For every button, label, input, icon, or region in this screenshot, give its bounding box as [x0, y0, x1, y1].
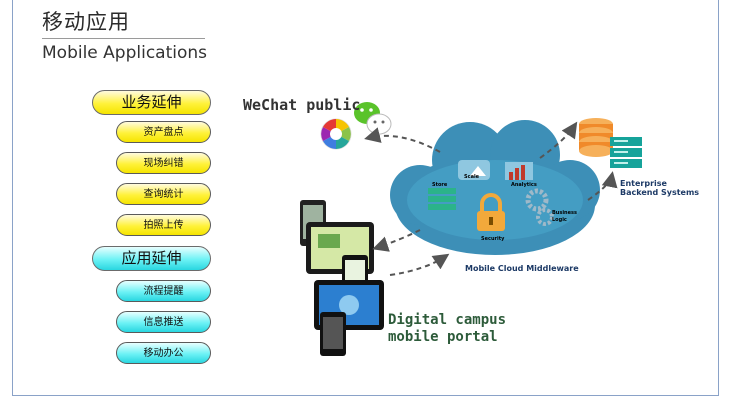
- group-application-extension: 应用延伸: [92, 246, 211, 271]
- database-icon: [579, 118, 613, 157]
- phone-device-bottom: [320, 312, 346, 356]
- server-rack-icon: [610, 137, 642, 168]
- cloud-label-business: Business: [552, 210, 577, 216]
- cloud-label-analytics: Analytics: [511, 182, 537, 188]
- scale-icon: [458, 160, 490, 180]
- store-icon: [428, 188, 456, 210]
- item-asset-inventory: 资产盘点: [116, 121, 211, 143]
- business-logic-gear-icon: [525, 188, 554, 226]
- slide-frame: [12, 0, 719, 396]
- cloud-label-logic: Logic: [552, 217, 567, 223]
- item-process-reminder: 流程提醒: [116, 280, 211, 302]
- title-divider: [42, 38, 205, 39]
- page-title: 移动应用: [42, 10, 130, 34]
- item-photo-upload: 拍照上传: [116, 214, 211, 236]
- enterprise-line-1: Enterprise: [620, 179, 667, 188]
- wechat-public-label: WeChat public: [243, 96, 361, 114]
- digital-campus-portal-label: Digital campus mobile portal: [388, 312, 506, 346]
- cloud-label-store: Store: [432, 182, 448, 188]
- connector-arrows: [364, 121, 618, 276]
- group-business-extension: 业务延伸: [92, 90, 211, 115]
- item-query-statistics: 查询统计: [116, 183, 211, 205]
- mobile-cloud-middleware-label: Mobile Cloud Middleware: [465, 264, 579, 273]
- portal-line-1: Digital campus: [388, 312, 507, 328]
- item-info-push: 信息推送: [116, 311, 211, 333]
- item-mobile-office: 移动办公: [116, 342, 211, 364]
- enterprise-line-2: Backend Systems: [620, 188, 700, 197]
- cloud-shape: [390, 120, 600, 255]
- cloud-label-scale: Scale: [464, 174, 480, 180]
- security-lock-icon: [477, 193, 505, 231]
- page-subtitle: Mobile Applications: [42, 43, 208, 63]
- analytics-icon: [505, 162, 533, 180]
- cloud-label-security: Security: [481, 236, 505, 242]
- enterprise-backend-label: Enterprise Backend Systems: [620, 179, 699, 197]
- item-field-correction: 现场纠错: [116, 152, 211, 174]
- moments-aperture-icon: [320, 118, 352, 150]
- portal-line-2: mobile portal: [388, 329, 498, 345]
